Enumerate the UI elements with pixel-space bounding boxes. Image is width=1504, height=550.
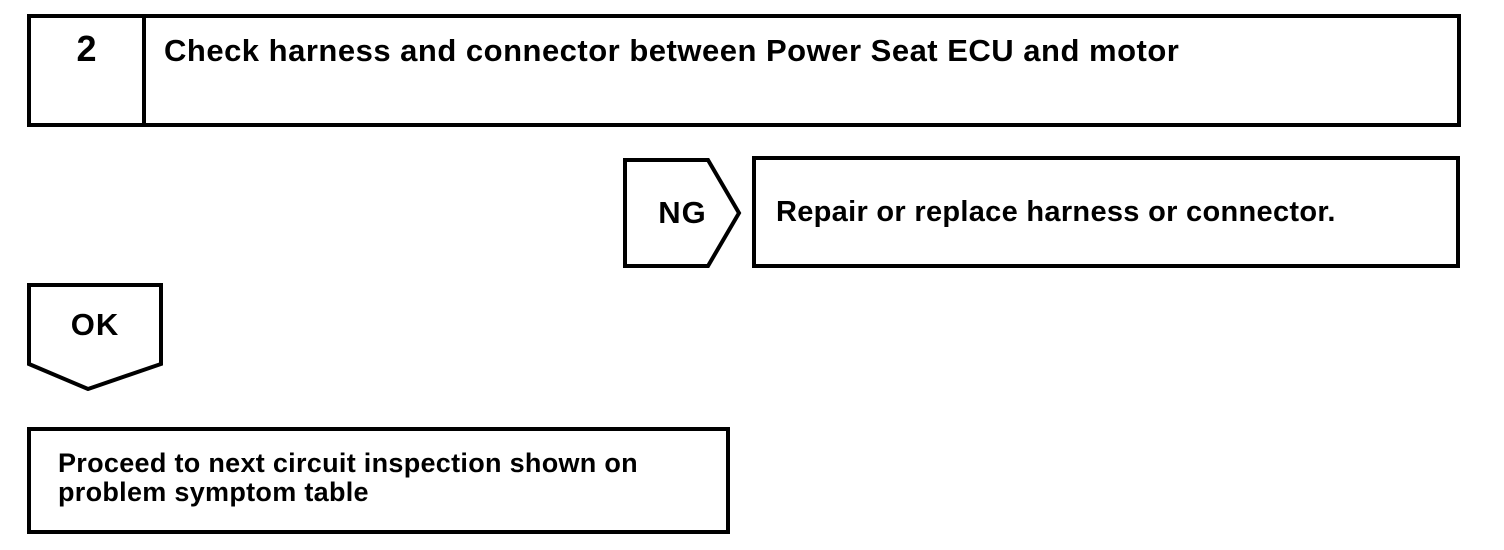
ng-action-text: Repair or replace harness or connector. (776, 195, 1336, 228)
ng-label: NG (658, 195, 707, 230)
ng-connector: NG (623, 158, 742, 268)
step-number: 2 (76, 28, 97, 69)
ok-action-box: Proceed to next circuit inspection shown… (27, 427, 730, 534)
ok-action-text: Proceed to next circuit inspection shown… (58, 448, 638, 507)
ok-label: OK (70, 307, 120, 342)
step-number-cell: 2 (31, 18, 146, 123)
ok-connector: OK (27, 283, 163, 391)
ng-pentagon-icon (623, 158, 742, 268)
ng-action-box: Repair or replace harness or connector. (752, 156, 1460, 268)
step-title: Check harness and connector between Powe… (164, 33, 1180, 68)
step-header-box: 2 Check harness and connector between Po… (27, 14, 1461, 127)
ok-pentagon-icon (27, 283, 163, 391)
